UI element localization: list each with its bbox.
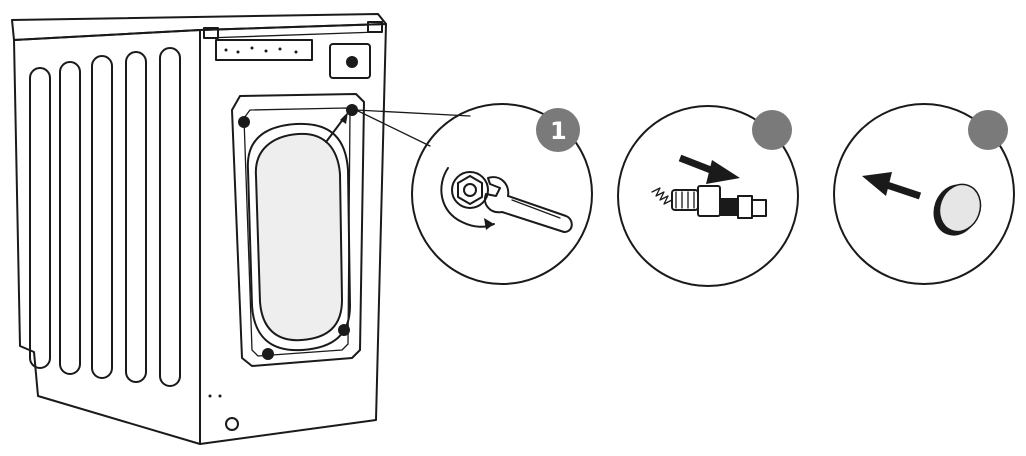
drain-plug	[225, 417, 239, 431]
bolt-head-icon	[451, 171, 489, 209]
callout-lines	[355, 109, 471, 147]
step-1-panel: 1	[411, 103, 593, 285]
side-ribs	[29, 47, 181, 387]
bolt-pointer-arrow	[325, 117, 345, 143]
step-3-circle	[833, 103, 1015, 285]
washing-machine	[11, 13, 387, 445]
step-2-badge	[752, 110, 792, 150]
step-1-circle	[411, 103, 593, 285]
cover-cap-icon	[933, 183, 982, 236]
transit-bolt-bottom-right	[338, 324, 350, 336]
inlet-valve-icon	[346, 56, 358, 68]
machine-side-panel	[13, 29, 201, 445]
machine-back-panel	[199, 23, 387, 445]
transit-bolt-top-right	[346, 104, 358, 116]
step-1-number: 1	[550, 117, 567, 145]
water-inlet	[329, 43, 371, 79]
transit-bolt-top-left	[238, 116, 250, 128]
transit-bolts	[238, 104, 358, 360]
hinge-tab-left	[203, 27, 219, 39]
transit-bolt-icon	[651, 185, 767, 219]
rear-access-panel	[231, 93, 365, 367]
step-2-panel	[617, 105, 799, 287]
transit-bolt-bottom-left	[262, 348, 274, 360]
drum-porthole-glass	[254, 132, 343, 342]
step-3-panel	[833, 103, 1015, 285]
hinge-tab-right	[367, 21, 383, 33]
step-1-badge	[536, 108, 580, 152]
wrench-icon	[484, 176, 573, 233]
step-3-badge	[968, 110, 1008, 150]
drum-porthole-outer	[246, 122, 351, 352]
direction-arrow-icon	[862, 172, 922, 200]
rating-label-plate	[215, 39, 313, 61]
direction-arrow-icon	[678, 154, 740, 184]
step-2-circle	[617, 105, 799, 287]
